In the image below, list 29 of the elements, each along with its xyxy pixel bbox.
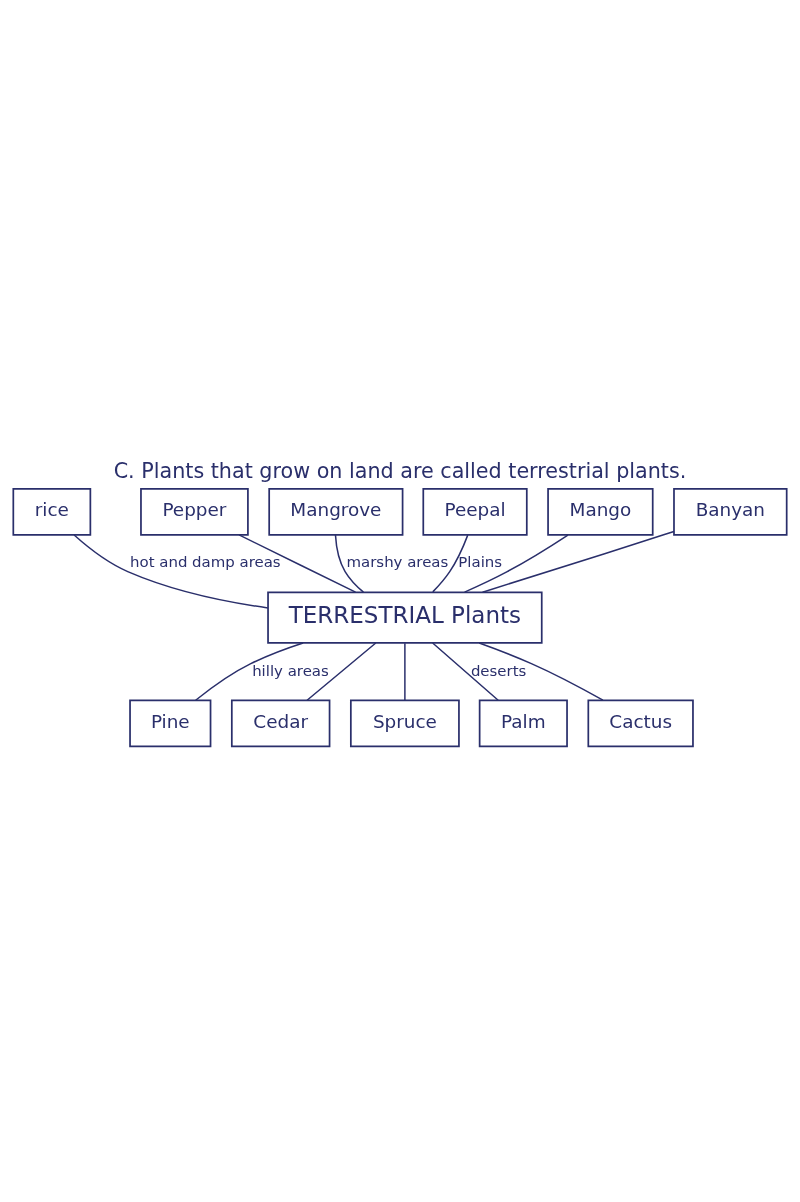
connector xyxy=(238,533,357,593)
node-box: Spruce xyxy=(349,699,460,747)
node-box: Cedar xyxy=(230,699,331,747)
connector xyxy=(432,533,469,593)
connector xyxy=(481,530,675,593)
connector xyxy=(478,641,604,701)
node-box: Mangrove xyxy=(268,487,404,536)
edge-label: hot and damp areas xyxy=(130,552,281,571)
connector xyxy=(463,533,569,593)
edge-label: hilly areas xyxy=(252,661,329,680)
node-box: Pine xyxy=(129,699,212,747)
connector xyxy=(194,641,304,701)
node-box: TERRESTRIAL Plants xyxy=(267,590,543,644)
node-box: Mango xyxy=(547,487,654,536)
node-box: rice xyxy=(12,487,92,536)
connector xyxy=(334,533,365,593)
node-box: Banyan xyxy=(673,487,788,536)
edge-label: Plains xyxy=(458,552,503,571)
connector xyxy=(431,641,499,701)
edge-label: deserts xyxy=(470,661,527,680)
connector xyxy=(306,641,377,701)
node-box: Pepper xyxy=(140,487,249,536)
node-box: Cactus xyxy=(587,699,694,747)
diagram-title: C. Plants that grow on land are called terrestrial plants. xyxy=(113,458,687,483)
connector xyxy=(73,533,269,609)
connector xyxy=(404,642,406,701)
edge-label: marshy areas xyxy=(346,552,449,571)
node-box: Palm xyxy=(478,699,568,747)
node-box: Peepal xyxy=(422,487,528,536)
